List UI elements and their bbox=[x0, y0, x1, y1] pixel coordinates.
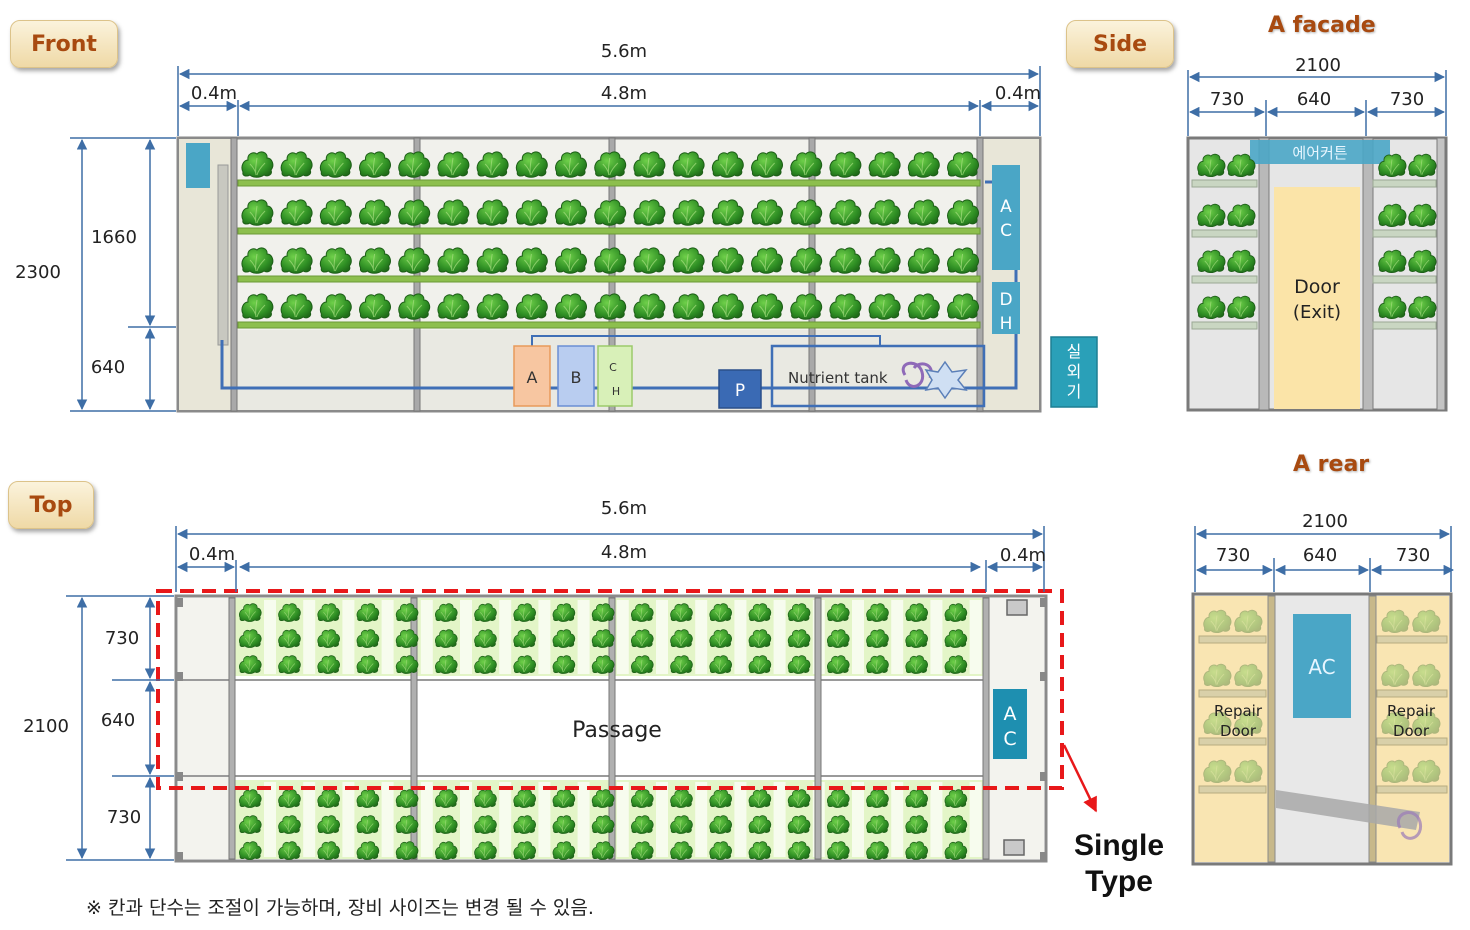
footnote: ※ 칸과 단수는 조절이 가능하며, 장비 사이즈는 변경 될 수 있음. bbox=[86, 897, 594, 919]
svg-text:H: H bbox=[1000, 314, 1013, 334]
top-view-tag: Top bbox=[8, 481, 94, 529]
side-view-tag: Side bbox=[1066, 20, 1174, 68]
frame-post bbox=[976, 137, 984, 412]
svg-text:0.4m: 0.4m bbox=[995, 83, 1041, 104]
svg-text:기: 기 bbox=[1067, 382, 1082, 401]
svg-text:외: 외 bbox=[1067, 362, 1082, 381]
tank-b bbox=[557, 345, 595, 407]
svg-text:A: A bbox=[527, 368, 538, 387]
svg-text:0.4m: 0.4m bbox=[1000, 545, 1046, 566]
top-ac-unit bbox=[993, 689, 1027, 759]
top-frame-post bbox=[228, 597, 236, 860]
frame-post bbox=[413, 137, 421, 412]
svg-text:Repair: Repair bbox=[1387, 702, 1436, 720]
grow-shelf bbox=[237, 321, 981, 329]
svg-text:A: A bbox=[1000, 197, 1012, 217]
grow-shelf bbox=[237, 179, 981, 187]
rear-title: A rear bbox=[1293, 452, 1370, 477]
svg-text:실: 실 bbox=[1067, 342, 1082, 361]
svg-text:Repair: Repair bbox=[1214, 702, 1263, 720]
svg-text:Nutrient tank: Nutrient tank bbox=[788, 369, 888, 387]
svg-text:4.8m: 4.8m bbox=[601, 83, 647, 104]
tank-a bbox=[513, 345, 551, 407]
frame-post bbox=[608, 137, 616, 412]
exit-door bbox=[1274, 187, 1360, 409]
tank-ch bbox=[597, 345, 633, 407]
svg-text:Door: Door bbox=[1294, 276, 1340, 298]
facade-dimensions bbox=[1187, 70, 1447, 136]
rear-dimensions bbox=[1194, 526, 1455, 592]
rear-view: AC Repair Door Repair Door bbox=[1191, 592, 1453, 866]
front-left-ac-unit bbox=[186, 143, 210, 188]
svg-text:1660: 1660 bbox=[91, 227, 137, 248]
single-type-outline bbox=[156, 589, 1064, 790]
svg-text:에어커튼: 에어커튼 bbox=[1292, 144, 1347, 162]
svg-text:Door: Door bbox=[1393, 722, 1430, 740]
top-frame-post bbox=[982, 597, 990, 860]
svg-text:730: 730 bbox=[105, 628, 139, 649]
top-view: A C Passage bbox=[156, 589, 1098, 863]
front-dehumidifier bbox=[992, 282, 1020, 334]
top-frame-post bbox=[410, 597, 418, 860]
single-type-label: Single Type bbox=[1073, 829, 1164, 898]
svg-text:Passage: Passage bbox=[572, 718, 662, 743]
svg-text:A: A bbox=[1004, 703, 1017, 725]
svg-text:H: H bbox=[612, 385, 620, 398]
top-dimensions bbox=[66, 526, 1045, 861]
svg-text:730: 730 bbox=[1396, 545, 1430, 566]
svg-text:640: 640 bbox=[91, 357, 125, 378]
svg-text:D: D bbox=[999, 290, 1012, 310]
facade-title: A facade bbox=[1268, 13, 1376, 38]
svg-text:C: C bbox=[1000, 221, 1012, 241]
nutrient-tank bbox=[770, 344, 986, 408]
top-frame-post bbox=[608, 597, 616, 860]
svg-text:5.6m: 5.6m bbox=[601, 498, 647, 519]
svg-text:2100: 2100 bbox=[23, 716, 69, 737]
svg-text:730: 730 bbox=[107, 807, 141, 828]
frame-post bbox=[230, 137, 238, 412]
front-view-tag: Front bbox=[10, 20, 118, 68]
front-dimensions bbox=[70, 66, 1041, 412]
front-view: A B C H P Nutrient tank A C D H 실 외 기 bbox=[176, 136, 1098, 413]
svg-text:C: C bbox=[1003, 728, 1016, 750]
frame-post bbox=[808, 137, 816, 412]
svg-text:C: C bbox=[609, 361, 617, 374]
svg-text:640: 640 bbox=[1303, 545, 1337, 566]
svg-text:B: B bbox=[571, 368, 582, 387]
top-frame-post bbox=[814, 597, 822, 860]
outdoor-unit bbox=[1050, 336, 1098, 408]
grow-shelf bbox=[237, 227, 981, 235]
svg-text:2300: 2300 bbox=[15, 262, 61, 283]
svg-text:P: P bbox=[735, 381, 745, 401]
svg-text:(Exit): (Exit) bbox=[1293, 302, 1341, 323]
svg-text:2100: 2100 bbox=[1302, 511, 1348, 532]
svg-text:0.4m: 0.4m bbox=[189, 544, 235, 565]
rear-ac-unit bbox=[1293, 614, 1351, 718]
svg-text:640: 640 bbox=[101, 710, 135, 731]
svg-text:730: 730 bbox=[1216, 545, 1250, 566]
svg-text:2100: 2100 bbox=[1295, 55, 1341, 76]
front-filter-icon bbox=[924, 360, 968, 400]
svg-text:5.6m: 5.6m bbox=[601, 41, 647, 62]
svg-text:730: 730 bbox=[1210, 89, 1244, 110]
top-vent-lower bbox=[1003, 839, 1025, 856]
pump bbox=[718, 369, 762, 409]
svg-text:4.8m: 4.8m bbox=[601, 542, 647, 563]
air-curtain bbox=[1250, 140, 1390, 164]
top-vent-upper bbox=[1006, 599, 1028, 616]
svg-text:Door: Door bbox=[1220, 722, 1257, 740]
svg-text:640: 640 bbox=[1297, 89, 1331, 110]
facade-view: 에어커튼 Door (Exit) bbox=[1186, 136, 1448, 412]
svg-text:AC: AC bbox=[1308, 655, 1335, 679]
svg-text:730: 730 bbox=[1390, 89, 1424, 110]
front-ac-unit bbox=[992, 165, 1020, 270]
svg-text:0.4m: 0.4m bbox=[191, 83, 237, 104]
grow-shelf bbox=[237, 275, 981, 283]
